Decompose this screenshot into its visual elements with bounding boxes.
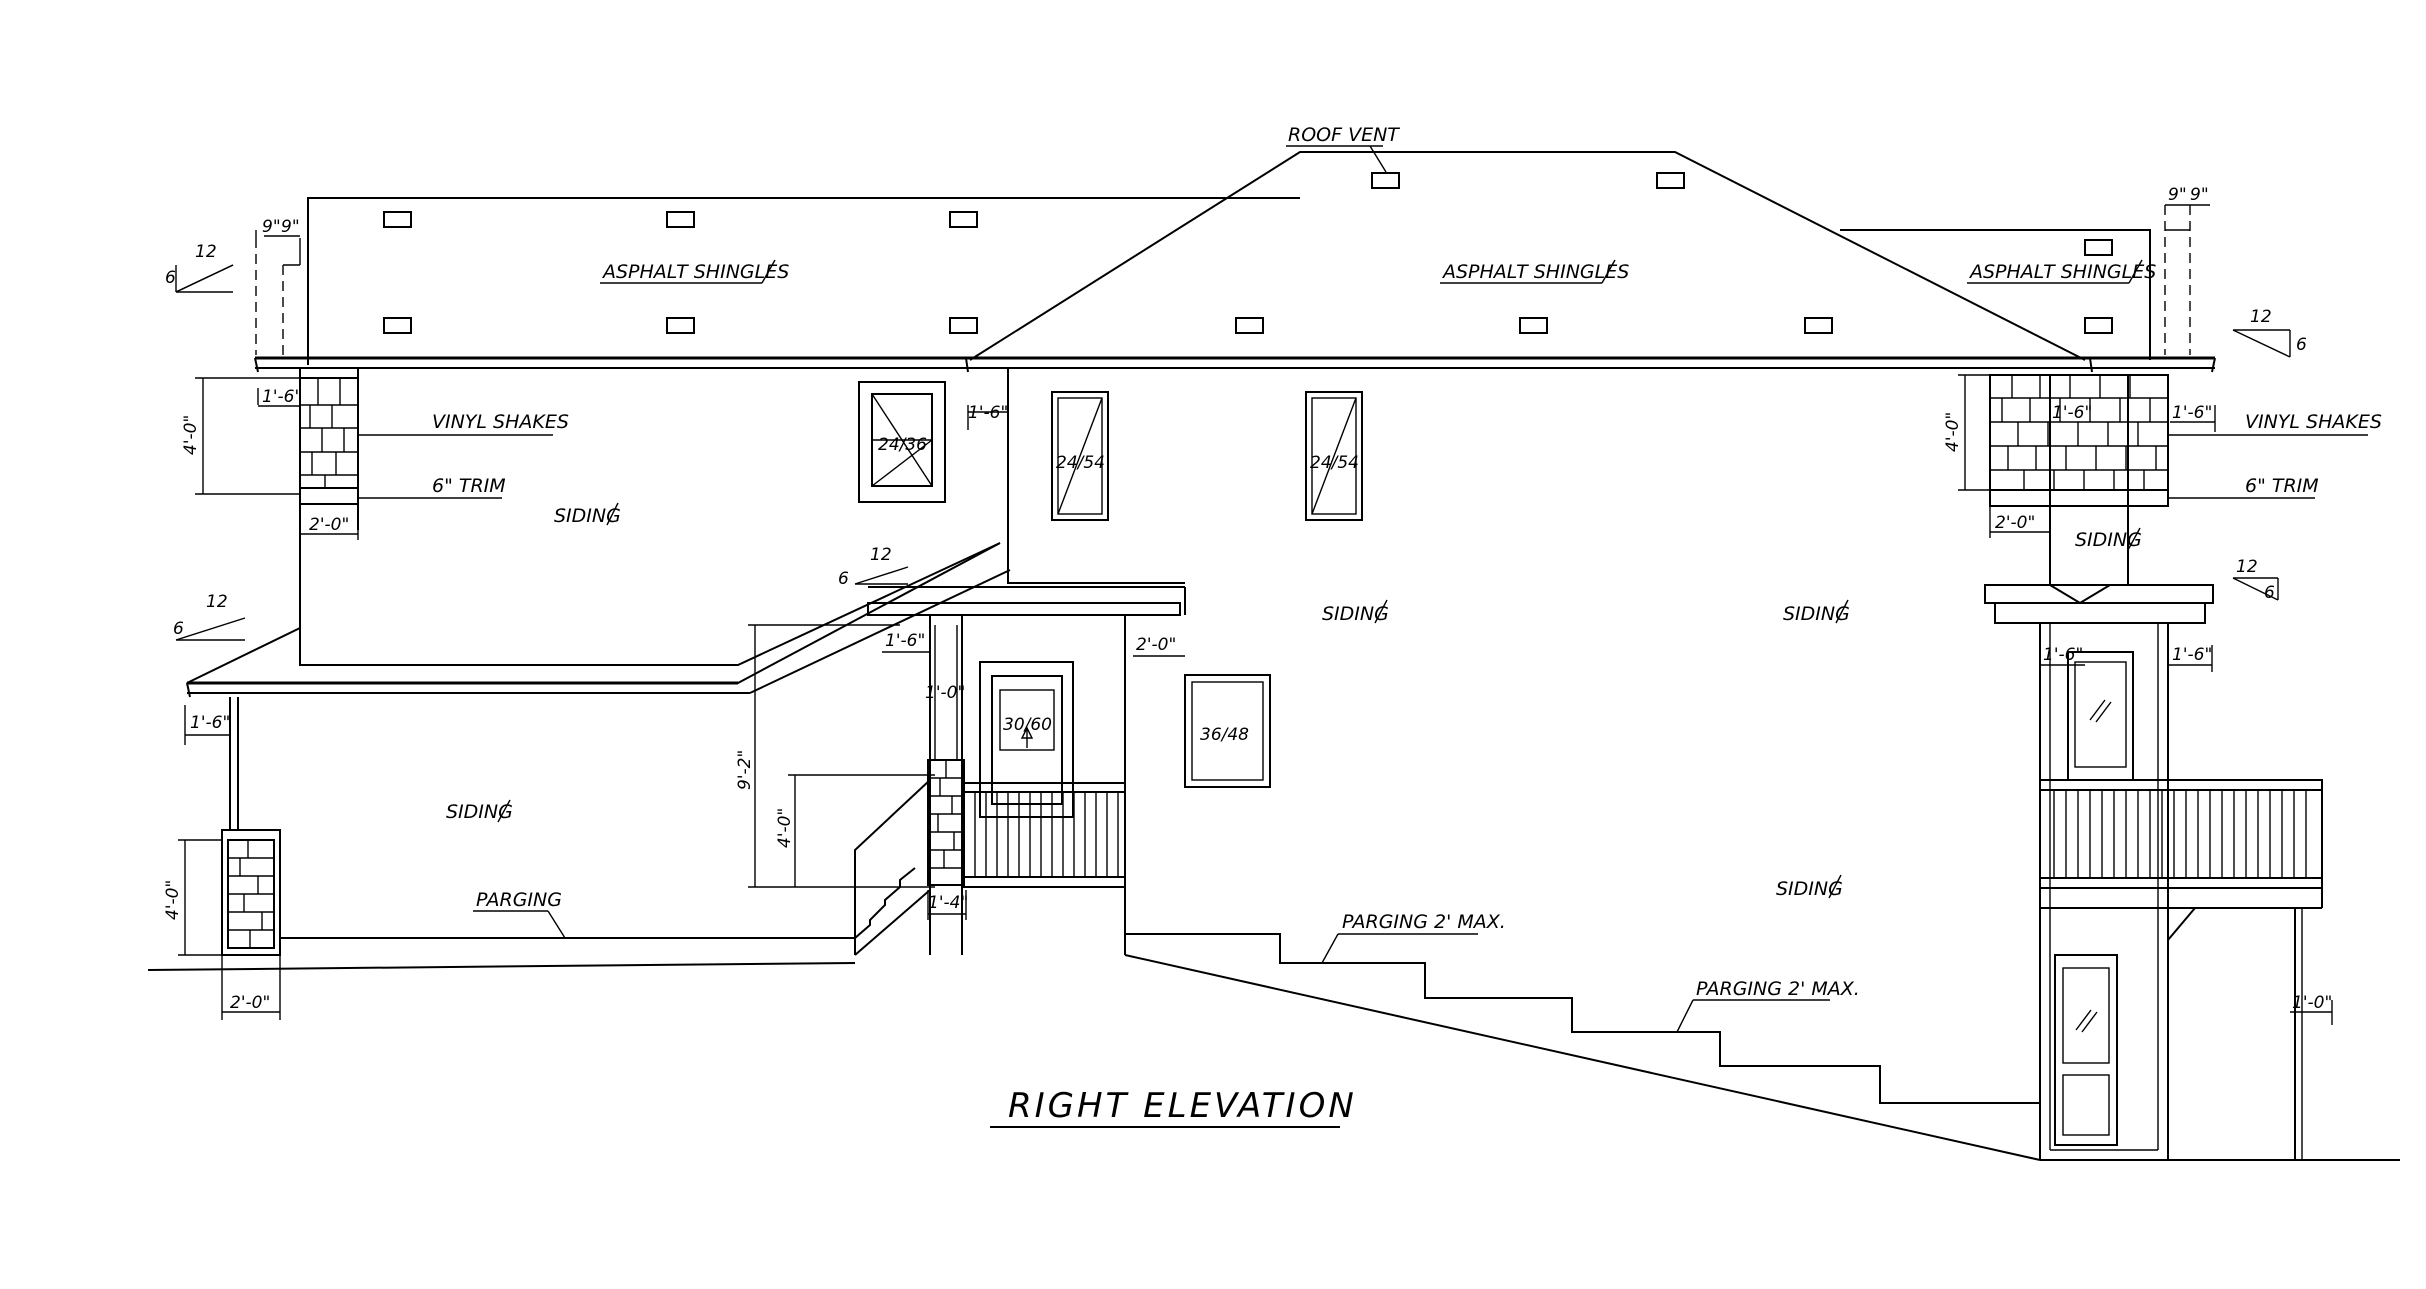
dim-4-0-stair: 4'-0" [775, 808, 795, 848]
dim-1-6-tower-right: 1'-6" [2172, 645, 2212, 665]
dim-1-6-right-eave: 1'-6" [2172, 403, 2212, 423]
right-porch-roof: 12 6 [1984, 506, 2279, 624]
dim-1-6-tower-left: 1'-6" [2043, 645, 2083, 665]
siding-label-center: SIDING [1322, 603, 1389, 625]
trim-label-left: 6" TRIM [432, 475, 506, 497]
slope-mid-run: 12 [870, 545, 892, 565]
left-material-labels: VINYL SHAKES 6" TRIM SIDING [358, 411, 621, 527]
left-dimensions: 1'-6" 4'-0" 2'-0" [181, 377, 359, 540]
dim-4-0-right-shakes: 4'-0" [1943, 412, 1963, 452]
left-upper-wall [299, 368, 1001, 666]
left-lower-roof: 12 6 [173, 542, 1011, 698]
trim-label-right: 6" TRIM [2245, 475, 2319, 497]
dim-2-0-left-base: 2'-0" [230, 993, 270, 1013]
entry-porch: 1'-6" 1'-0" 1'-4" 2'-0" [867, 586, 1186, 955]
right-dimensions: 4'-0" 2'-0" 1'-6" VINYL SHAKES 6" TRIM S… [1943, 374, 2382, 551]
window-24-54-b-label: 24/54 [1310, 453, 1359, 473]
dim-1-0-right-base: 1'-0" [2292, 993, 2332, 1013]
dim-1-4: 1'-4" [928, 893, 968, 913]
title-label: RIGHT ELEVATION [1008, 1086, 1357, 1126]
dim-1-0-porch: 1'-0" [925, 683, 965, 703]
slope-low-run: 12 [206, 592, 228, 612]
roof-vents [383, 172, 2113, 334]
slope-mid-rise: 6 [838, 569, 849, 589]
dim-1-6-left-eave: 1'-6" [262, 387, 302, 407]
stairs [854, 779, 931, 956]
dim-9-left-b: 9" [281, 217, 300, 237]
stepped-foundation: PARGING 2' MAX. PARGING 2' MAX. [1124, 911, 2041, 1161]
siding-label-upper-left: SIDING [554, 505, 621, 527]
slope-run: 12 [195, 242, 217, 262]
slope-right-run: 12 [2250, 307, 2272, 327]
siding-label-right-column: SIDING [2075, 529, 2142, 551]
slope-right-rise: 6 [2296, 335, 2307, 355]
dim-9-right-a: 9" [2168, 185, 2187, 205]
window-36-48-label: 36/48 [1200, 725, 1249, 745]
asphalt-shingles-label-right: ASPHALT SHINGLES [1968, 261, 2156, 283]
parging-label-left: PARGING [476, 889, 562, 911]
vinyl-shakes-label-right: VINYL SHAKES [2245, 411, 2382, 433]
door-30-60-label: 30/60 [1003, 715, 1052, 735]
dim-1-6-left-porch: 1'-6" [190, 713, 230, 733]
parging-max-label-b: PARGING 2' MAX. [1696, 978, 1860, 1000]
slope-indicator-mid: 12 6 [838, 545, 909, 589]
entry-railing [961, 782, 1126, 888]
window-24-36-label: 24/36 [878, 435, 927, 455]
siding-label-lower-right: SIDING [1776, 878, 1843, 900]
slope-rise: 6 [165, 268, 176, 288]
right-tower: 1'-6" 1'-6" [2039, 623, 2213, 1161]
asphalt-shingles-label-center: ASPHALT SHINGLES [1441, 261, 1629, 283]
siding-label-center-right: SIDING [1783, 603, 1850, 625]
roof [254, 151, 2216, 373]
dim-9-left-a: 9" [262, 217, 281, 237]
asphalt-shingles-label-left: ASPHALT SHINGLES [601, 261, 789, 283]
dim-4-0-left-shakes: 4'-0" [181, 415, 201, 455]
slope-right-low-run: 12 [2236, 557, 2258, 577]
roof-vent-label: ROOF VENT [1288, 124, 1400, 146]
stair-dimensions: 9'-2" 4'-0" [735, 624, 935, 888]
shingle-labels: ASPHALT SHINGLES ASPHALT SHINGLES ASPHAL… [600, 259, 2156, 284]
window-24-54-b: 24/54 [1305, 391, 1363, 521]
dim-1-6-porch: 1'-6" [885, 631, 925, 651]
dim-9-right-b: 9" [2190, 185, 2209, 205]
dim-2-0-right-column: 2'-0" [1995, 513, 2035, 533]
window-24-36: 24/36 [858, 381, 946, 503]
slope-indicator-right-roof: 12 6 [2232, 307, 2307, 358]
slope-right-low-rise: 6 [2264, 583, 2275, 603]
dim-1-6-right-inner: 1'-6" [2052, 403, 2092, 423]
dim-2-0-entry: 2'-0" [1136, 635, 1176, 655]
dim-4-0-left-column: 4'-0" [163, 880, 183, 920]
siding-label-lower-left: SIDING [446, 801, 513, 823]
door-30-60: 30/60 [979, 661, 1074, 818]
right-shake-column: 1'-6" [1989, 374, 2169, 507]
slope-indicator-left-roof: 12 6 [165, 242, 234, 293]
vinyl-shakes-label-left: VINYL SHAKES [432, 411, 569, 433]
dim-2-0-left-column: 2'-0" [309, 515, 349, 535]
window-24-54-a-label: 24/54 [1056, 453, 1105, 473]
left-porch-post: 1'-6" 4'-0" 2'-0" [163, 697, 281, 1020]
window-24-54-a: 24/54 [1051, 391, 1109, 521]
slope-low-rise: 6 [173, 619, 184, 639]
lower-left-wall: SIDING PARGING [147, 799, 856, 971]
left-chimney: 9" 9" [255, 217, 301, 355]
roof-vent-callout: ROOF VENT [1286, 124, 1400, 173]
drawing-title: RIGHT ELEVATION [990, 1086, 1357, 1128]
center-upper-wall: 1'-6" [967, 368, 1185, 584]
parging-max-label-a: PARGING 2' MAX. [1342, 911, 1506, 933]
dim-1-6-center-eave: 1'-6" [968, 403, 1008, 423]
dim-9-2: 9'-2" [735, 750, 755, 790]
central-siding-labels: SIDING SIDING SIDING [1322, 599, 1850, 900]
right-deck: 1'-0" [2039, 779, 2400, 1161]
window-36-48: 36/48 [1184, 674, 1271, 788]
right-chimney: 9" 9" [2164, 185, 2210, 355]
